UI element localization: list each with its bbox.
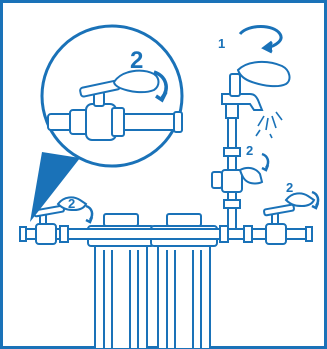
step-label-faucet: 1 — [218, 36, 225, 51]
step-label-zoom: 2 — [130, 47, 143, 74]
step-label-left-valve: 2 — [68, 196, 75, 211]
zoom-callout-circle — [42, 26, 182, 166]
step-label-right-valve: 2 — [286, 180, 293, 195]
step-label-riser-valve: 2 — [246, 143, 253, 158]
